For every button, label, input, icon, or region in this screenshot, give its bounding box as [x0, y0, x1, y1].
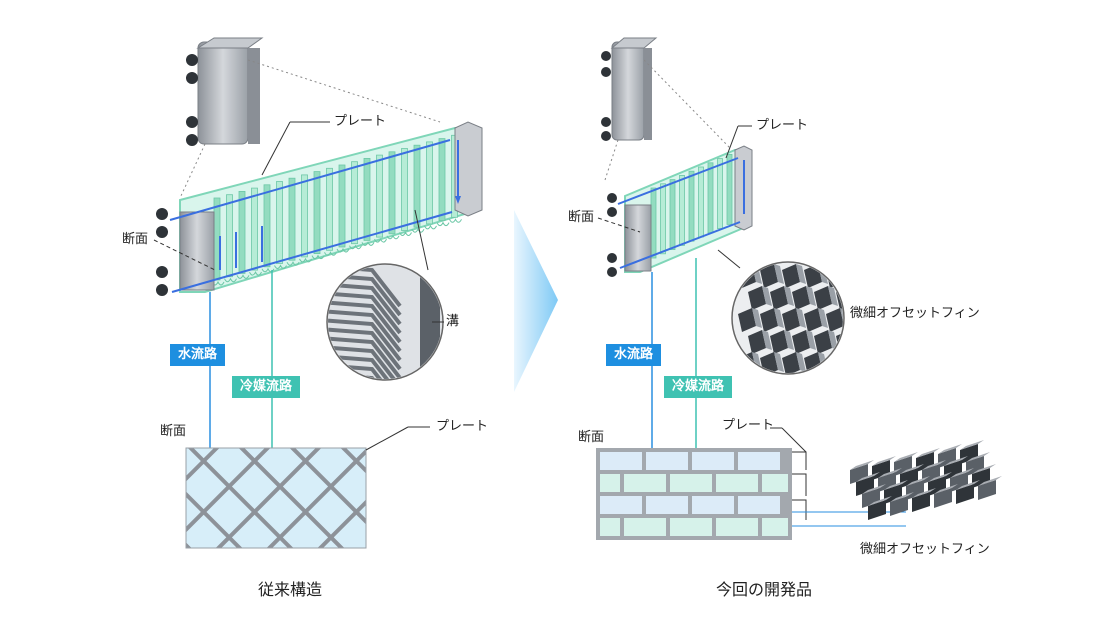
right-caption: 今回の開発品: [716, 580, 813, 599]
left-cross-section: [185, 426, 430, 549]
new-product-structure: [596, 37, 1002, 540]
right-cross-section: [596, 448, 792, 540]
left-groove-magnifier: [326, 263, 444, 381]
right-fin-block: [850, 440, 1002, 520]
left-plate-label: プレート: [334, 114, 387, 129]
right-fin-label-bottom: 微細オフセットフィン: [860, 542, 990, 557]
left-cross-section-label: 断面: [160, 424, 187, 439]
right-fin-label: 微細オフセットフィン: [850, 306, 980, 321]
left-refrigerant-channel-tag: 冷媒流路: [232, 376, 301, 398]
left-small-exchanger: [186, 37, 264, 146]
transition-arrow: [514, 210, 558, 392]
left-caption: 従来構造: [258, 580, 323, 599]
right-plate-label: プレート: [756, 118, 809, 133]
right-fin-magnifier: [731, 261, 845, 375]
right-water-channel-tag: 水流路: [606, 344, 662, 366]
right-refrigerant-channel-tag: 冷媒流路: [664, 376, 733, 398]
left-cross-section-plate-label: プレート: [436, 419, 489, 434]
right-small-exchanger: [601, 37, 658, 141]
left-water-channel-tag: 水流路: [170, 344, 226, 366]
right-cross-section-plate-label: プレート: [722, 418, 775, 433]
left-section-label: 断面: [122, 232, 149, 247]
right-section-label: 断面: [568, 210, 595, 225]
conventional-structure: [153, 37, 483, 549]
right-cross-section-label: 断面: [578, 430, 605, 445]
right-plate-stack: [607, 145, 753, 277]
left-plate-stack: [156, 121, 483, 296]
left-groove-label: 溝: [446, 314, 460, 329]
left-plate-fins: [211, 134, 462, 286]
